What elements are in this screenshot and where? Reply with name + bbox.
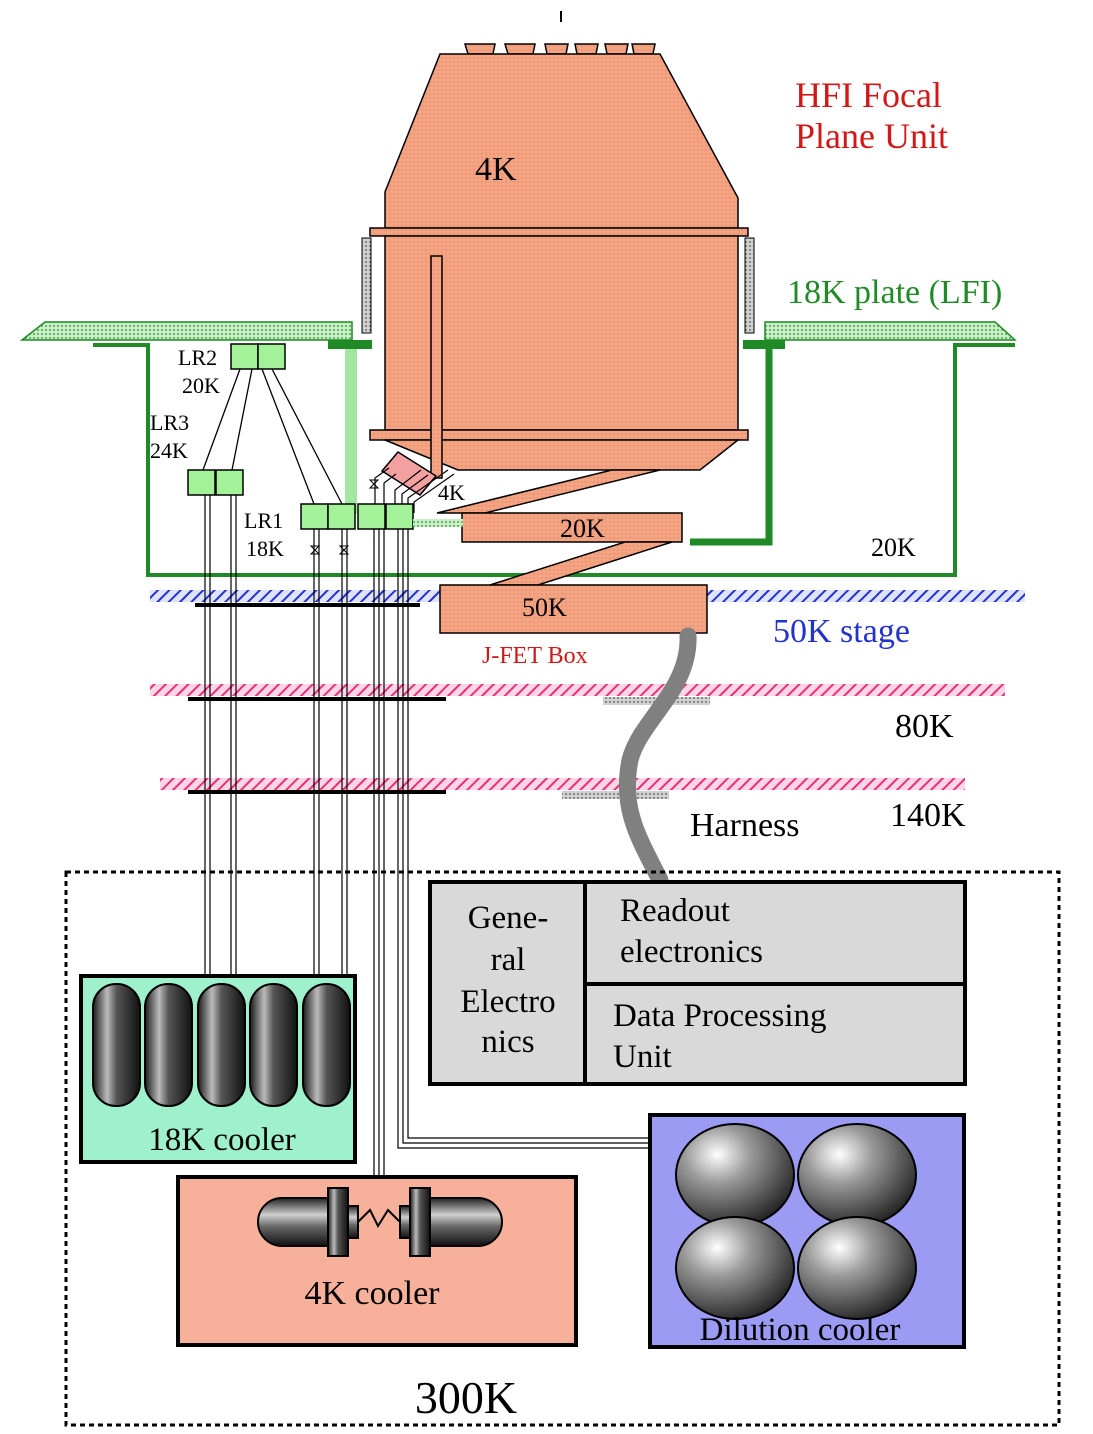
lr2-label: LR2 bbox=[178, 345, 217, 370]
horn-tip bbox=[503, 43, 536, 55]
cooler-18k-label: 18K cooler bbox=[148, 1122, 296, 1158]
stage-20k-label: 20K bbox=[871, 533, 916, 562]
block-4k bbox=[380, 451, 438, 496]
fpu-4k-small-label: 4K bbox=[438, 480, 465, 505]
harness-cable bbox=[618, 627, 697, 889]
lr2-temp: 20K bbox=[182, 373, 220, 398]
fpu-upper-body bbox=[384, 53, 739, 229]
valve-icon bbox=[309, 479, 380, 555]
plate-18k-left bbox=[19, 321, 353, 341]
cooler-dilution-label: Dilution cooler bbox=[700, 1312, 901, 1348]
thermal-strap-right bbox=[690, 349, 773, 546]
stage-50k-feedthrough bbox=[195, 603, 420, 607]
readout-electronics-box bbox=[583, 880, 967, 986]
stage-80k-feedthrough bbox=[188, 697, 446, 701]
box-50k-label: 50K bbox=[522, 593, 567, 622]
fpu-main-body bbox=[384, 235, 739, 431]
lr1-box-a bbox=[300, 503, 329, 530]
enclosure-300k bbox=[64, 870, 1061, 1427]
general-electronics-line: Gene- bbox=[468, 900, 549, 936]
stage-140k-label: 140K bbox=[890, 797, 966, 834]
electronics-block bbox=[428, 880, 967, 1086]
lr2-box-a bbox=[230, 343, 259, 370]
lr1-box-d bbox=[385, 503, 414, 530]
cooler-4k-label: 4K cooler bbox=[304, 1275, 440, 1312]
plate-mount-left bbox=[328, 340, 372, 349]
lr1-temp: 18K bbox=[246, 536, 284, 561]
side-post-right bbox=[744, 237, 755, 334]
data-processing-line: Data Processing bbox=[613, 998, 827, 1034]
readout-electronics-line: electronics bbox=[620, 934, 763, 970]
plate-label: 18K plate (LFI) bbox=[787, 274, 1002, 311]
jfet-box-label: J-FET Box bbox=[482, 643, 588, 669]
horn-tip bbox=[604, 43, 629, 55]
fpu-upper-flange bbox=[369, 227, 749, 237]
zigzag-connector bbox=[489, 541, 673, 586]
zigzag-connector bbox=[436, 469, 661, 514]
side-post-left bbox=[361, 237, 372, 334]
lr1-box-c bbox=[357, 503, 386, 530]
title-line1: HFI Focal bbox=[795, 75, 942, 115]
cooler-dilution-spheres bbox=[675, 1123, 917, 1320]
room-temp-label: 300K bbox=[415, 1372, 517, 1423]
harness-label: Harness bbox=[690, 807, 800, 844]
horn-tip bbox=[574, 43, 599, 55]
lr3-label: LR3 bbox=[150, 410, 189, 435]
stage-50k-label: 50K stage bbox=[773, 613, 910, 650]
cooler-4k-box bbox=[176, 1175, 578, 1347]
general-electronics-line: ral bbox=[491, 942, 526, 978]
data-processing-line: Unit bbox=[613, 1039, 672, 1075]
lr-boxes bbox=[187, 343, 414, 530]
stage-80k-band bbox=[150, 684, 1005, 696]
horn-tip bbox=[544, 43, 569, 55]
lr-connections bbox=[202, 368, 343, 505]
thermal-strap-left bbox=[345, 349, 357, 514]
general-electronics-line: Electro bbox=[460, 984, 555, 1020]
jfet-box-50k bbox=[439, 584, 708, 634]
cooler-4k-compressor bbox=[257, 1187, 503, 1257]
stage-80k-label: 80K bbox=[895, 708, 954, 745]
lr1-box-b bbox=[327, 503, 356, 530]
horn-tip bbox=[463, 43, 496, 55]
box-20k-label: 20K bbox=[560, 514, 605, 543]
fpu-4k-label: 4K bbox=[475, 151, 517, 188]
plate-18k-right bbox=[764, 321, 1017, 341]
plate-mount-right bbox=[743, 340, 785, 349]
general-electronics-box bbox=[428, 880, 587, 1086]
readout-electronics-line: Readout bbox=[620, 893, 730, 929]
lr2-box-b bbox=[257, 343, 286, 370]
title-line2: Plane Unit bbox=[795, 116, 948, 156]
stage-140k-feedthrough bbox=[188, 790, 446, 794]
horn-tip bbox=[631, 43, 656, 55]
general-electronics-line: nics bbox=[481, 1024, 534, 1060]
lr3-box-a bbox=[187, 469, 216, 496]
box-20k bbox=[461, 512, 683, 543]
focal-plane-unit bbox=[369, 43, 749, 634]
stage-140k-band bbox=[160, 778, 965, 790]
data-processing-box bbox=[583, 982, 967, 1086]
lr1-strap bbox=[413, 519, 463, 527]
cooler-pipes bbox=[204, 495, 650, 1177]
fpu-lower-flange bbox=[369, 429, 749, 441]
lr1-label: LR1 bbox=[244, 508, 283, 533]
fpu-inner-pipe bbox=[430, 255, 443, 479]
lr3-box-b bbox=[215, 469, 244, 496]
cooler-18k-cans bbox=[92, 983, 351, 1107]
harness-clamp-140k bbox=[562, 791, 669, 799]
lr3-temp: 24K bbox=[150, 438, 188, 463]
